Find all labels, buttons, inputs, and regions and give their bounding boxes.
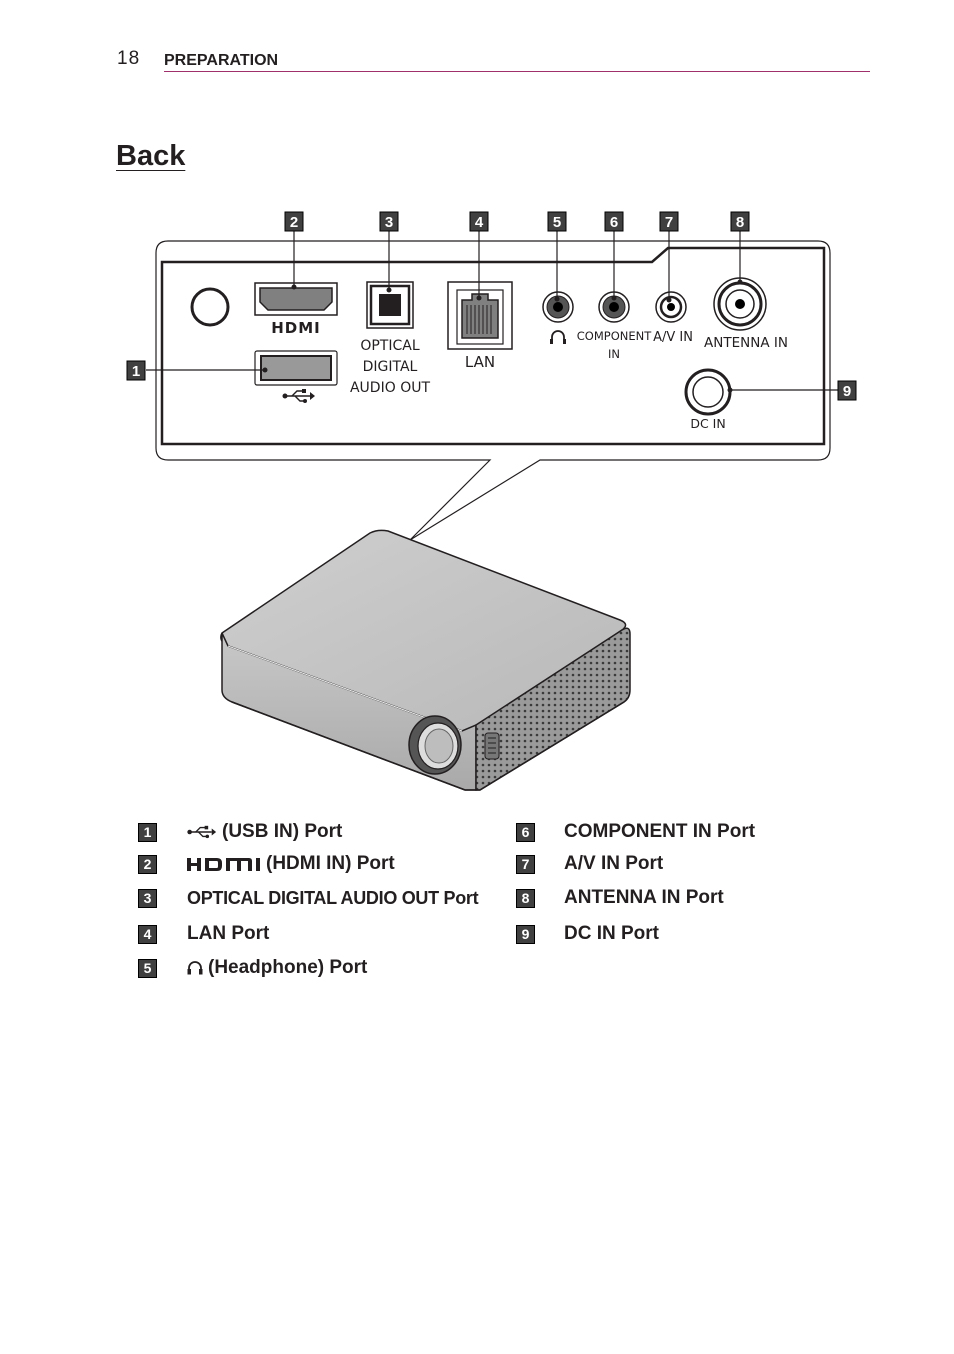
svg-text:3: 3 <box>385 214 393 231</box>
legend-text: LAN Port <box>187 923 270 944</box>
component-label-line1: COMPONENT <box>577 329 652 343</box>
callout-badge-8: 8 <box>730 211 750 232</box>
legend-item-8: 8 ANTENNA IN Port <box>516 886 724 910</box>
legend-badge: 5 <box>138 958 157 978</box>
callout-badge-5: 5 <box>547 211 567 232</box>
optical-label-line1: OPTICAL <box>360 338 419 354</box>
legend-text: OPTICAL DIGITAL AUDIO OUT Port <box>187 887 479 908</box>
headphone-icon <box>187 961 203 975</box>
callout-leaders <box>146 231 838 391</box>
svg-text:4: 4 <box>475 214 484 231</box>
svg-text:8: 8 <box>736 214 744 231</box>
projector-illustration <box>220 529 631 791</box>
av-in-jack <box>655 291 687 323</box>
page-number: 18 <box>117 48 141 69</box>
lan-panel-label: LAN <box>465 353 495 371</box>
svg-text:1: 1 <box>132 363 140 380</box>
legend-badge: 6 <box>516 822 535 842</box>
svg-text:9: 9 <box>843 383 851 400</box>
callout-badge-1: 1 <box>126 360 146 381</box>
optical-label-line2: DIGITAL <box>363 359 418 375</box>
legend-item-1: 1 (USB IN) Port <box>138 820 342 844</box>
legend-text: DC IN Port <box>564 923 659 944</box>
page-title: Back <box>116 140 186 172</box>
legend-text: COMPONENT IN Port <box>564 821 756 842</box>
legend-badge: 4 <box>138 924 157 944</box>
svg-text:6: 6 <box>610 214 618 231</box>
svg-text:2: 2 <box>290 214 298 231</box>
callout-badge-3: 3 <box>379 211 399 232</box>
dc-in-panel-label: DC IN <box>690 416 725 431</box>
callout-badge-4: 4 <box>469 211 489 232</box>
headphone-panel-icon <box>550 330 566 344</box>
hdmi-logo <box>187 857 260 871</box>
header-rule <box>164 71 870 72</box>
ir-sensor-circle <box>190 287 230 327</box>
callout-badge-7: 7 <box>659 211 679 232</box>
dc-in-jack <box>684 368 732 416</box>
legend-badge: 1 <box>138 822 157 842</box>
av-in-panel-label: A/V IN <box>653 330 693 345</box>
legend-text: (USB IN) Port <box>222 821 343 842</box>
svg-text:5: 5 <box>553 214 561 231</box>
callout-badge-6: 6 <box>604 211 624 232</box>
legend-item-6: 6 COMPONENT IN Port <box>516 820 755 844</box>
legend-item-2: 2 (HDMI IN) Port <box>138 852 395 876</box>
legend-badge: 7 <box>516 854 535 874</box>
legend-badge: 3 <box>138 888 157 908</box>
optical-label-line3: AUDIO OUT <box>350 380 430 396</box>
legend-item-4: 4 LAN Port <box>138 922 269 946</box>
usb-panel-icon <box>282 389 315 403</box>
legend-text: A/V IN Port <box>564 853 664 874</box>
legend-badge: 2 <box>138 854 157 874</box>
component-label-line2: IN <box>608 347 620 361</box>
antenna-panel-label: ANTENNA IN <box>704 335 788 351</box>
callout-badge-2: 2 <box>284 211 304 232</box>
section-title: PREPARATION <box>164 52 279 69</box>
headphone-jack <box>542 291 574 323</box>
legend-item-9: 9 DC IN Port <box>516 922 659 946</box>
callout-leader-dots <box>262 279 743 393</box>
legend-text: ANTENNA IN Port <box>564 887 724 908</box>
callout-badge-9: 9 <box>837 380 857 401</box>
antenna-jack <box>713 277 767 331</box>
legend-badge: 8 <box>516 888 535 908</box>
usb-icon <box>187 825 217 839</box>
legend-text: (Headphone) Port <box>208 957 368 978</box>
legend-item-5: 5 (Headphone) Port <box>138 956 367 980</box>
hdmi-panel-label: HDMI <box>271 319 321 337</box>
legend-item-3: 3 OPTICAL DIGITAL AUDIO OUT Port <box>138 886 479 910</box>
usb-port <box>254 350 338 386</box>
lan-port <box>447 281 513 350</box>
legend-text: (HDMI IN) Port <box>266 853 395 874</box>
svg-text:7: 7 <box>665 214 673 231</box>
legend-badge: 9 <box>516 924 535 944</box>
legend-item-7: 7 A/V IN Port <box>516 852 663 876</box>
